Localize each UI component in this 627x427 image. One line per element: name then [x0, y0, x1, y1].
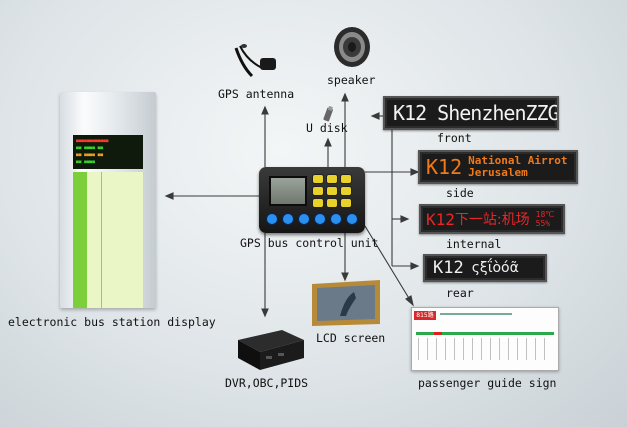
internal-sign-temp: 18℃ — [535, 210, 555, 219]
rear-label: rear — [446, 286, 474, 300]
unit-number-button — [299, 214, 309, 224]
unit-key — [327, 199, 337, 207]
station-led-panel: ■■■■■■■■■■■■ ■■ ■■■■ ■■ ■■ ■■■■ ■■ ■■ ■■… — [73, 135, 143, 169]
dvr-label: DVR,OBC,PIDS — [225, 376, 309, 390]
internal-sign-humidity: 55% — [535, 219, 551, 228]
lcd-screen-label: LCD screen — [316, 331, 386, 345]
internal-sign-text: 下一站:机场 — [454, 212, 530, 228]
passenger-guide-label: passenger guide sign — [418, 376, 557, 390]
unit-screen — [269, 176, 307, 206]
side-sign-route: K12 — [426, 155, 463, 179]
unit-key — [341, 175, 351, 183]
unit-number-button — [331, 214, 341, 224]
side-sign-line2: Jerusalem — [468, 166, 528, 179]
speaker-label: speaker — [327, 73, 376, 87]
lcd-screen-icon — [312, 280, 380, 326]
gps-antenna-icon — [234, 44, 276, 78]
gps-bus-control-unit — [259, 167, 365, 233]
rear-led-sign: K12 ςξΐὸόᾶ — [423, 254, 547, 282]
gps-antenna-label: GPS antenna — [218, 87, 295, 101]
unit-number-button — [267, 214, 277, 224]
station-route-table — [73, 172, 143, 308]
internal-label: internal — [446, 237, 502, 251]
unit-key — [313, 187, 323, 195]
front-sign-text: K12 ShenzhenZZG — [393, 101, 559, 125]
arrow-speaker — [341, 92, 349, 102]
guide-station-names — [418, 338, 552, 360]
line-to-guide — [364, 225, 411, 301]
unit-key — [313, 199, 323, 207]
internal-led-sign: K12 下一站:机场 18℃ 55% — [419, 204, 565, 234]
unit-number-button — [283, 214, 293, 224]
side-led-sign: K12 National Airrot Jerusalem — [418, 150, 578, 184]
rear-sign-text: ςξΐὸόᾶ — [471, 260, 519, 276]
unit-key — [341, 187, 351, 195]
bus-station-display: ■■■■■■■■■■■■ ■■ ■■■■ ■■ ■■ ■■■■ ■■ ■■ ■■… — [60, 92, 156, 308]
arrow-udisk — [324, 137, 332, 147]
unit-number-button — [347, 214, 357, 224]
u-disk-label: U disk — [306, 121, 348, 135]
station-display-label: electronic bus station display — [8, 315, 216, 329]
rear-sign-route: K12 — [433, 258, 464, 278]
front-led-sign: K12 ShenzhenZZG — [383, 96, 559, 130]
dvr-icon — [238, 330, 304, 370]
unit-key — [341, 199, 351, 207]
control-unit-label: GPS bus control unit — [240, 236, 379, 250]
unit-key — [313, 175, 323, 183]
u-disk-icon — [323, 106, 333, 122]
side-sign-line1: National Airrot — [468, 154, 568, 167]
side-label: side — [446, 186, 474, 200]
front-label: front — [437, 131, 472, 145]
unit-number-button — [315, 214, 325, 224]
arrow-gps — [261, 105, 269, 115]
unit-key — [327, 187, 337, 195]
internal-sign-route: K12 — [426, 209, 455, 229]
guide-route-badge: 815路 — [414, 311, 436, 320]
speaker-icon — [334, 27, 370, 67]
guide-route-line — [416, 332, 554, 335]
unit-key — [327, 175, 337, 183]
passenger-guide-sign: 815路 — [411, 307, 559, 371]
